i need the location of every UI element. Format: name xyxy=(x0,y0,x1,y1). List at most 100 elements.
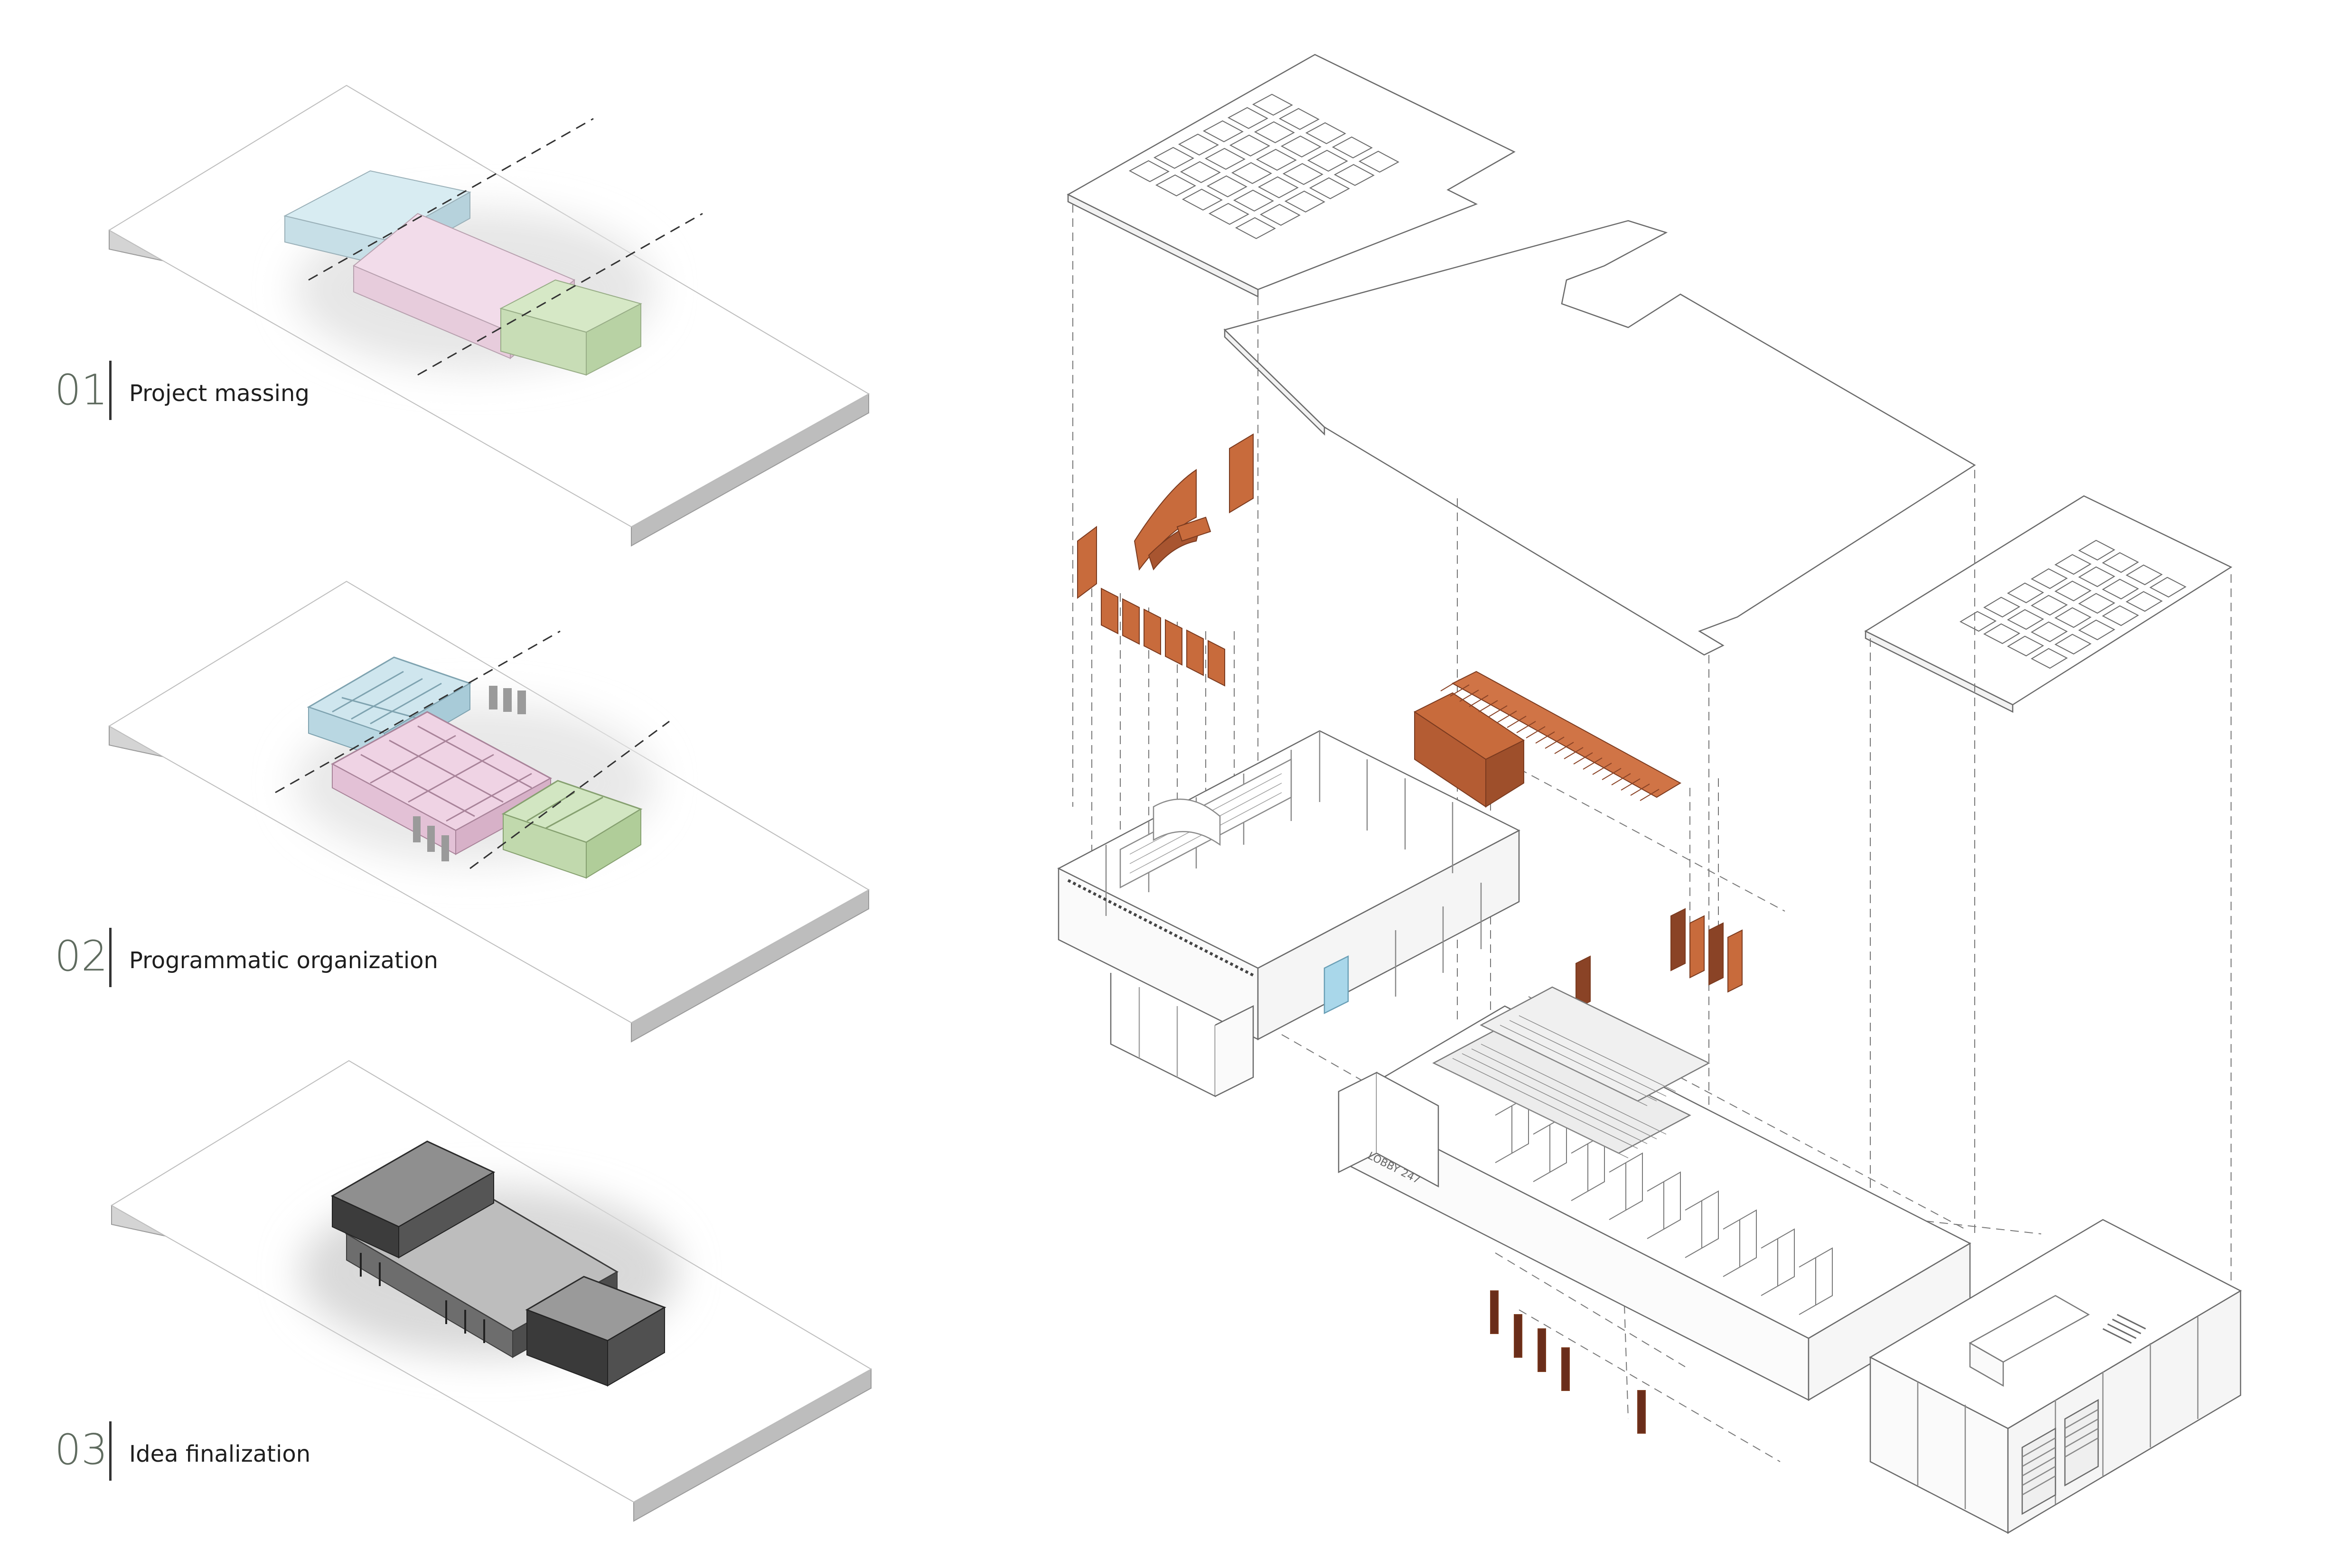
skylight xyxy=(2149,577,2187,598)
skylight xyxy=(2078,566,2116,588)
skylight xyxy=(1305,122,1346,144)
slab-project-massing xyxy=(108,84,870,547)
skylight xyxy=(1227,107,1268,129)
skylight xyxy=(1307,149,1348,172)
skylight xyxy=(1983,623,2021,644)
step-label-02: 02 Programmatic organization xyxy=(55,928,438,987)
slat xyxy=(1497,710,1517,723)
exploded-axonometric: LOBBY 247 xyxy=(1057,54,2242,1534)
roof-panel-left xyxy=(1067,54,1516,298)
roof-plane-main xyxy=(1223,220,1976,656)
skylight xyxy=(2054,634,2092,655)
slat xyxy=(1469,695,1489,707)
skylight xyxy=(1252,93,1293,116)
skylight xyxy=(2078,619,2116,641)
roof-panel-right xyxy=(1864,495,2232,713)
step-label-03: 03 Idea finalization xyxy=(55,1421,310,1481)
skylight xyxy=(1206,175,1247,197)
slat xyxy=(1564,747,1584,759)
timber-post xyxy=(1538,1328,1546,1372)
timber-post xyxy=(1514,1314,1522,1358)
building-block-lower-right xyxy=(1869,1219,2242,1534)
skylight xyxy=(2078,540,2116,561)
slat xyxy=(1554,742,1574,754)
slat xyxy=(1573,752,1593,765)
step-title-02: Programmatic organization xyxy=(129,947,438,974)
slat xyxy=(1535,731,1555,744)
timber-fin xyxy=(1186,629,1204,676)
skylight xyxy=(1282,163,1323,185)
skylight xyxy=(1280,135,1322,158)
slab-programmatic-organization xyxy=(108,580,870,1043)
skylight xyxy=(1254,121,1295,143)
slat xyxy=(1440,679,1460,691)
skylight xyxy=(1278,108,1320,130)
slat xyxy=(1630,784,1650,796)
skylight xyxy=(2101,552,2139,573)
timber-fin xyxy=(1208,640,1225,687)
skylight xyxy=(2007,635,2045,657)
slat xyxy=(1621,778,1641,791)
slat xyxy=(1640,789,1660,801)
skylight xyxy=(1233,189,1274,212)
slat xyxy=(1450,684,1470,697)
step-divider-03 xyxy=(109,1421,112,1481)
skylight xyxy=(1358,150,1399,173)
skylight xyxy=(2030,568,2068,589)
step-number-01: 01 xyxy=(55,365,108,414)
skylight xyxy=(1153,147,1194,169)
skylight xyxy=(2054,580,2092,602)
slat xyxy=(1507,716,1527,728)
slat xyxy=(1611,773,1631,785)
skylight xyxy=(2030,595,2068,616)
skylight xyxy=(1229,134,1270,157)
skylight xyxy=(1333,164,1375,186)
building-block-upper xyxy=(1057,730,1520,1098)
skylight xyxy=(2125,564,2163,586)
skylight xyxy=(2030,648,2068,669)
skylight xyxy=(1332,136,1373,159)
skylight xyxy=(2007,582,2045,604)
step-number-03: 03 xyxy=(55,1425,108,1474)
skylight xyxy=(1208,203,1249,225)
timber-fin xyxy=(1144,608,1161,655)
skylight xyxy=(2078,593,2116,614)
skylight xyxy=(1202,120,1244,142)
skylight xyxy=(1178,133,1219,156)
timber-screens xyxy=(1077,433,1743,1434)
skylight xyxy=(1180,161,1221,183)
skylight xyxy=(1309,177,1350,199)
skylight xyxy=(1128,160,1170,182)
skylight xyxy=(2054,607,2092,628)
skylight xyxy=(2007,609,2045,630)
step-label-01: 01 Project massing xyxy=(55,361,310,420)
program-rooms xyxy=(307,656,643,879)
skylight xyxy=(1257,176,1299,198)
skylight xyxy=(2054,554,2092,575)
timber-post xyxy=(1561,1347,1570,1391)
skylight xyxy=(1235,217,1276,239)
slat xyxy=(1516,721,1536,733)
timber-post xyxy=(1637,1390,1646,1434)
skylight xyxy=(1204,148,1246,170)
slat xyxy=(1478,700,1498,712)
ground-floor-plan: LOBBY 247 xyxy=(1338,986,1971,1401)
skylight xyxy=(1155,174,1196,196)
slab-idea-finalization xyxy=(111,1060,872,1522)
timber-fin xyxy=(1122,598,1140,645)
skylight xyxy=(2125,591,2163,612)
skylight xyxy=(2101,605,2139,626)
timber-fin xyxy=(1165,619,1182,666)
timber-post xyxy=(1490,1290,1499,1334)
slat xyxy=(1545,737,1565,749)
skylight xyxy=(1983,597,2021,618)
skylight xyxy=(1284,190,1325,213)
slat xyxy=(1526,726,1546,738)
timber-fin xyxy=(1101,588,1118,635)
step-number-02: 02 xyxy=(55,932,108,980)
step-title-03: Idea finalization xyxy=(129,1441,310,1467)
massing-volumes xyxy=(283,170,642,376)
skylight xyxy=(1256,149,1297,171)
